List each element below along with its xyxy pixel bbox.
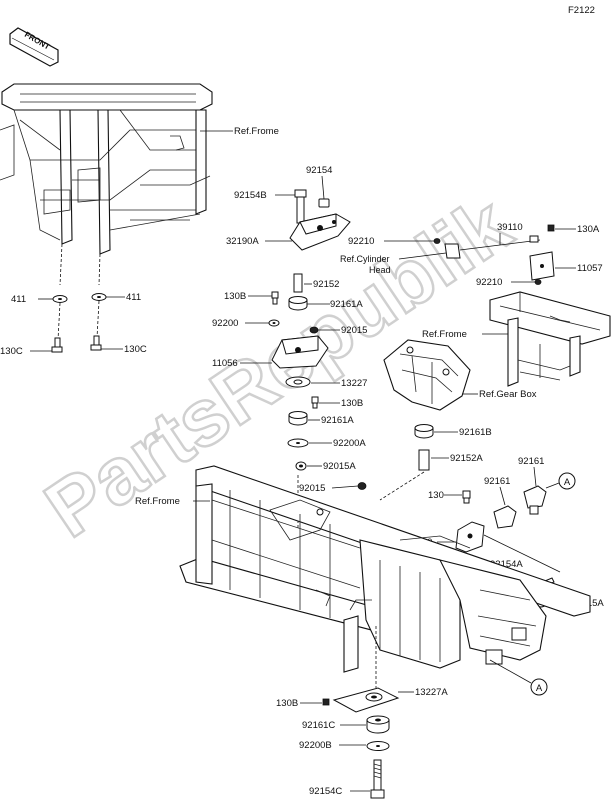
label-130c-left: 130C	[0, 346, 23, 357]
label-92015a-1: 92015A	[323, 461, 356, 472]
ref-cylinder-head-1: Ref.Cylinder	[340, 254, 390, 264]
nut-92210-b	[534, 279, 542, 285]
circle-a-bottom: A	[530, 678, 548, 696]
bolt-130b-3	[322, 698, 330, 706]
label-92154b: 92154B	[234, 190, 267, 201]
ref-gear-box: Ref.Gear Box	[479, 389, 537, 400]
svg-text:A: A	[536, 683, 543, 694]
label-13227a: 13227A	[415, 687, 448, 698]
bolt-130c-left	[51, 337, 63, 353]
rubber-92161b	[414, 424, 434, 439]
label-130b-1: 130B	[224, 291, 246, 302]
label-92200b: 92200B	[299, 740, 332, 751]
ref-frame-top: Ref.Frome	[234, 126, 279, 137]
label-39110: 39110	[497, 222, 523, 233]
label-130b-3: 130B	[276, 698, 298, 709]
collar-92152	[293, 273, 303, 293]
label-92152a: 92152A	[450, 453, 483, 464]
circle-a-top: A	[558, 472, 576, 490]
label-130c-right: 130C	[124, 344, 147, 355]
washer-92200b	[366, 741, 390, 751]
label-11056: 11056	[212, 358, 238, 369]
label-92200: 92200	[212, 318, 238, 329]
gear-box-bracket	[383, 339, 471, 411]
diagram-code: F2122	[568, 5, 595, 16]
label-92154: 92154	[306, 165, 332, 176]
label-92210-b: 92210	[476, 277, 502, 288]
bolt-130b-2	[311, 396, 319, 409]
nut-92210-a	[433, 238, 441, 244]
label-130b-2: 130B	[341, 398, 363, 409]
rubber-92161a-2	[288, 411, 308, 426]
label-92210-a: 92210	[348, 236, 374, 247]
label-92161a-2: 92161A	[321, 415, 354, 426]
bolt-130b-1	[271, 291, 279, 305]
label-13227: 13227	[341, 378, 367, 389]
label-130a: 130A	[577, 224, 600, 235]
label-92161-r: 92161	[518, 456, 544, 467]
ref-frame-bottom: Ref.Frome	[135, 496, 180, 507]
label-92161b: 92161B	[459, 427, 492, 438]
collar-92152a	[418, 449, 430, 471]
label-411-right: 411	[126, 292, 141, 303]
label-92154c: 92154C	[309, 786, 342, 797]
washer-411-left	[52, 295, 68, 303]
label-92154a: 92154A	[490, 559, 523, 570]
label-411-left: 411	[11, 294, 26, 305]
rubber-92161-r	[523, 485, 547, 515]
right-frame-drawing	[489, 291, 611, 387]
svg-text:A: A	[564, 477, 571, 488]
cable-39110	[444, 235, 541, 259]
bolt-130a	[547, 224, 555, 232]
nut-92154	[318, 198, 330, 208]
nut-92015a-1	[295, 461, 307, 471]
label-92161a-1: 92161A	[330, 299, 363, 310]
label-92161-m: 92161	[484, 476, 510, 487]
front-arrow-icon: FRONT	[9, 27, 59, 67]
label-92200a: 92200A	[333, 438, 366, 449]
bracket-32190a	[289, 213, 351, 251]
rubber-92161c	[366, 715, 390, 734]
label-92152: 92152	[313, 279, 339, 290]
bolt-130	[462, 490, 471, 504]
label-32190a: 32190A	[226, 236, 259, 247]
bolt-92154c	[370, 759, 385, 799]
label-130: 130	[428, 490, 444, 501]
label-92161c: 92161C	[302, 720, 335, 731]
bracket-32190	[455, 521, 485, 553]
washer-92200a	[287, 438, 309, 448]
plate-13227	[285, 376, 311, 388]
bolt-130c-right	[90, 335, 102, 351]
bolt-92154b	[294, 189, 307, 224]
nut-92015-b	[357, 482, 367, 490]
bracket-11056	[271, 335, 329, 369]
rubber-92161-m	[493, 505, 517, 529]
main-frame-drawing	[179, 465, 591, 673]
label-92015: 92015	[341, 325, 367, 336]
washer-411-right	[91, 293, 107, 301]
nut-92015	[309, 326, 319, 334]
label-11057: 11057	[577, 263, 603, 274]
plate-13227a	[332, 687, 400, 713]
washer-92200	[268, 319, 280, 327]
bracket-11057	[529, 251, 555, 281]
ref-frame-right: Ref.Frome	[422, 329, 467, 340]
rubber-92161a-1	[288, 296, 308, 311]
label-92015-b: 92015	[299, 483, 325, 494]
ref-cylinder-head-2: Head	[369, 265, 391, 275]
upper-frame-drawing	[0, 83, 233, 286]
